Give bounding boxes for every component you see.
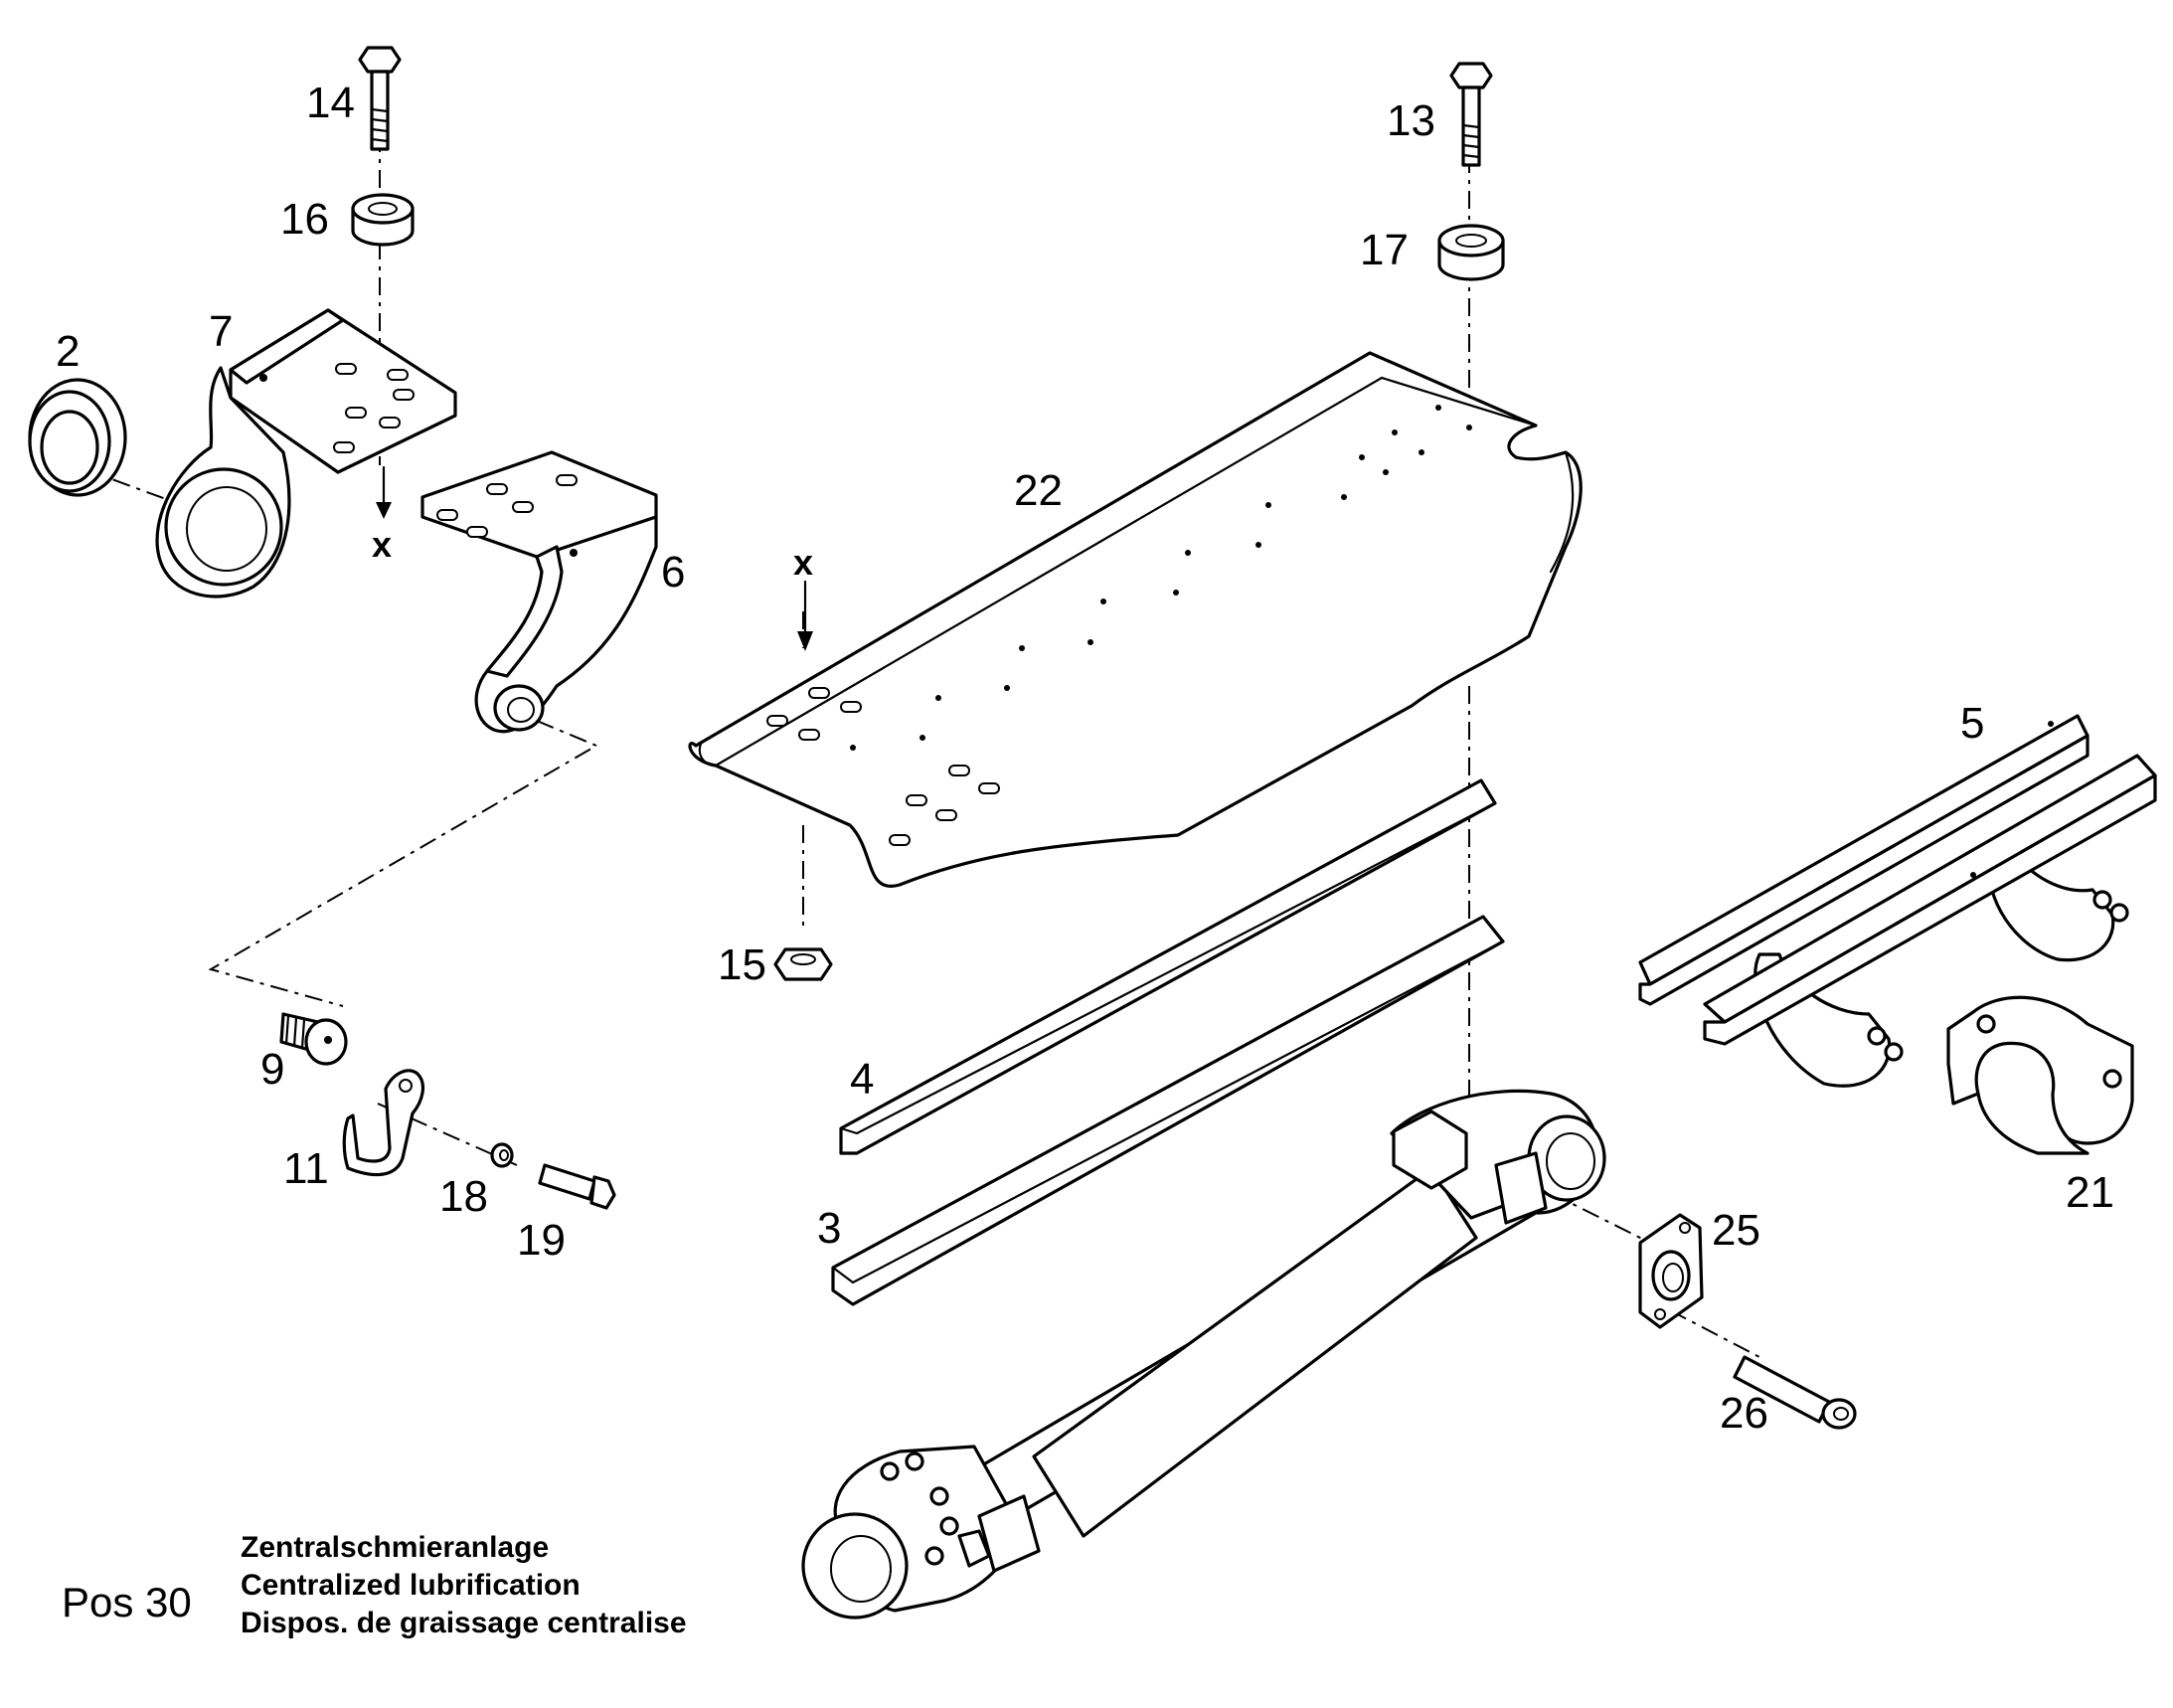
- bracket-6-shape: [420, 450, 658, 734]
- axis-arrow-left: [376, 465, 392, 519]
- caption-line-french: Dispos. de graissage centralise: [241, 1607, 687, 1639]
- washer-16-shape: [351, 193, 415, 247]
- hydraulic-cylinder-shape: [801, 1089, 1606, 1620]
- flange-25-shape: [1638, 1213, 1704, 1329]
- bar-4-shape: [839, 778, 1497, 1155]
- washer-18-shape: [490, 1142, 514, 1168]
- caption-title-lines: Zentralschmieranlage Centralized lubrifi…: [241, 1529, 687, 1642]
- rail-assembly-5-shape: [1638, 714, 2157, 1088]
- seal-ring-2-shape: [28, 378, 127, 497]
- part-label-11: 11: [283, 1144, 329, 1193]
- part-label-13: 13: [1387, 96, 1435, 145]
- part-label-25: 25: [1712, 1206, 1760, 1255]
- pin-9-shape: [279, 1012, 348, 1066]
- part-label-26: 26: [1720, 1389, 1768, 1438]
- caption-line-english: Centralized lubrification: [241, 1569, 581, 1602]
- position-prefix: Pos: [62, 1579, 134, 1625]
- bar-3-shape: [831, 915, 1505, 1306]
- part-label-19: 19: [517, 1216, 566, 1265]
- bolt-19-shape: [538, 1163, 616, 1210]
- caption-line-german: Zentralschmieranlage: [241, 1531, 550, 1564]
- part-label-7: 7: [209, 307, 233, 356]
- part-label-5: 5: [1960, 699, 1984, 748]
- part-label-15: 15: [718, 940, 766, 989]
- axis-arrow-center: [797, 580, 813, 651]
- part-label-18: 18: [439, 1172, 488, 1221]
- position-label: Pos 30: [62, 1579, 192, 1626]
- washer-17-shape: [1437, 224, 1505, 281]
- axis-marker-left: x: [372, 524, 392, 565]
- screw-26-shape: [1733, 1355, 1857, 1430]
- clamp-21-shape: [1946, 995, 2134, 1155]
- nut-15-shape: [773, 947, 833, 981]
- part-label-9: 9: [260, 1045, 284, 1094]
- bolt-13-shape: [1449, 62, 1493, 167]
- position-number: 30: [145, 1579, 192, 1625]
- lever-11-shape: [342, 1069, 425, 1177]
- part-label-21: 21: [2066, 1168, 2114, 1217]
- part-label-3: 3: [817, 1204, 841, 1253]
- part-label-14: 14: [306, 79, 355, 127]
- part-label-2: 2: [56, 327, 80, 376]
- part-label-17: 17: [1360, 226, 1409, 274]
- part-label-22: 22: [1014, 466, 1063, 515]
- part-label-6: 6: [661, 548, 685, 597]
- part-label-16: 16: [280, 195, 329, 244]
- bolt-14-shape: [358, 46, 402, 151]
- main-plate-22-shape: [688, 351, 1583, 889]
- part-labels: 14 16 13 17 2 7 6 22 5 15 9 11 18 19 4 3…: [56, 79, 2114, 1438]
- part-label-4: 4: [850, 1055, 874, 1104]
- bracket-7-shape: [155, 308, 457, 598]
- axis-marker-center: x: [793, 542, 813, 583]
